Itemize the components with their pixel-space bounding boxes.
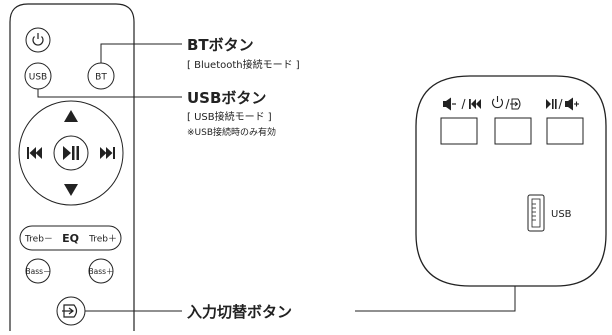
remote-usb-button[interactable]: USB — [24, 62, 52, 90]
speaker-middle-button-face — [494, 117, 532, 145]
speaker-middle-button[interactable] — [491, 96, 532, 145]
speaker-left-button-face — [440, 117, 478, 145]
callout-bt: BTボタン [ Bluetooth接続モード ] — [187, 36, 300, 71]
remote-usb-label: USB — [29, 73, 47, 83]
callout-input: 入力切替ボタン — [187, 303, 292, 321]
play-pause-volume-up-icon — [546, 97, 579, 111]
remote-dpad — [18, 100, 124, 206]
bass-down-label: Bass－ — [25, 267, 50, 276]
play-pause-button[interactable] — [53, 135, 89, 171]
callout-usb: USBボタン [ USB接続モード ] ※USB接続時のみ有効 — [187, 89, 276, 138]
usb-port-label: USB — [551, 209, 572, 220]
bt-leader-line — [100, 43, 182, 63]
input-callout-title: 入力切替ボタン — [187, 303, 292, 321]
usb-port-pins — [532, 203, 536, 221]
usb-callout-note: ※USB接続時のみ有効 — [187, 126, 276, 138]
remote-eq-row: Treb－ EQ Treb＋ — [19, 225, 122, 251]
bass-up-label: Bass＋ — [88, 267, 113, 276]
bass-up-button[interactable]: Bass＋ — [88, 258, 114, 284]
speaker-unit: USB — [415, 75, 607, 287]
next-track-icon[interactable] — [100, 147, 115, 159]
remote-input-button[interactable] — [56, 296, 86, 326]
input-switch-icon — [62, 304, 78, 318]
volume-down-previous-icon — [443, 97, 481, 111]
remote-control: USB BT — [9, 3, 135, 331]
usb-callout-sub: [ USB接続モード ] — [187, 110, 272, 123]
speaker-body — [415, 75, 607, 287]
speaker-left-button[interactable] — [440, 97, 481, 145]
usb-callout-title: USBボタン — [187, 89, 266, 107]
speaker-right-button-face — [546, 117, 584, 145]
eq-button[interactable]: EQ — [62, 232, 79, 245]
previous-track-icon[interactable] — [27, 147, 42, 159]
speaker-right-button[interactable] — [546, 97, 584, 145]
bass-down-button[interactable]: Bass－ — [25, 258, 51, 284]
usb-port-inner — [531, 198, 541, 228]
volume-down-arrow-icon[interactable] — [64, 184, 78, 196]
remote-bt-label: BT — [95, 73, 107, 83]
speaker-usb-port[interactable]: USB — [527, 194, 572, 232]
bt-callout-title: BTボタン — [187, 36, 254, 54]
remote-power-button[interactable] — [25, 27, 51, 53]
play-pause-icon — [63, 146, 79, 160]
usb-leader-line — [37, 89, 182, 98]
bt-callout-sub: [ Bluetooth接続モード ] — [187, 58, 300, 71]
remote-bt-button[interactable]: BT — [87, 62, 115, 90]
treble-down-button[interactable]: Treb－ — [24, 235, 53, 245]
remote-eq-pill — [19, 225, 122, 251]
power-icon — [32, 33, 44, 46]
power-input-icon — [491, 96, 521, 110]
treble-up-button[interactable]: Treb＋ — [88, 234, 117, 245]
volume-up-arrow-icon[interactable] — [64, 110, 78, 122]
